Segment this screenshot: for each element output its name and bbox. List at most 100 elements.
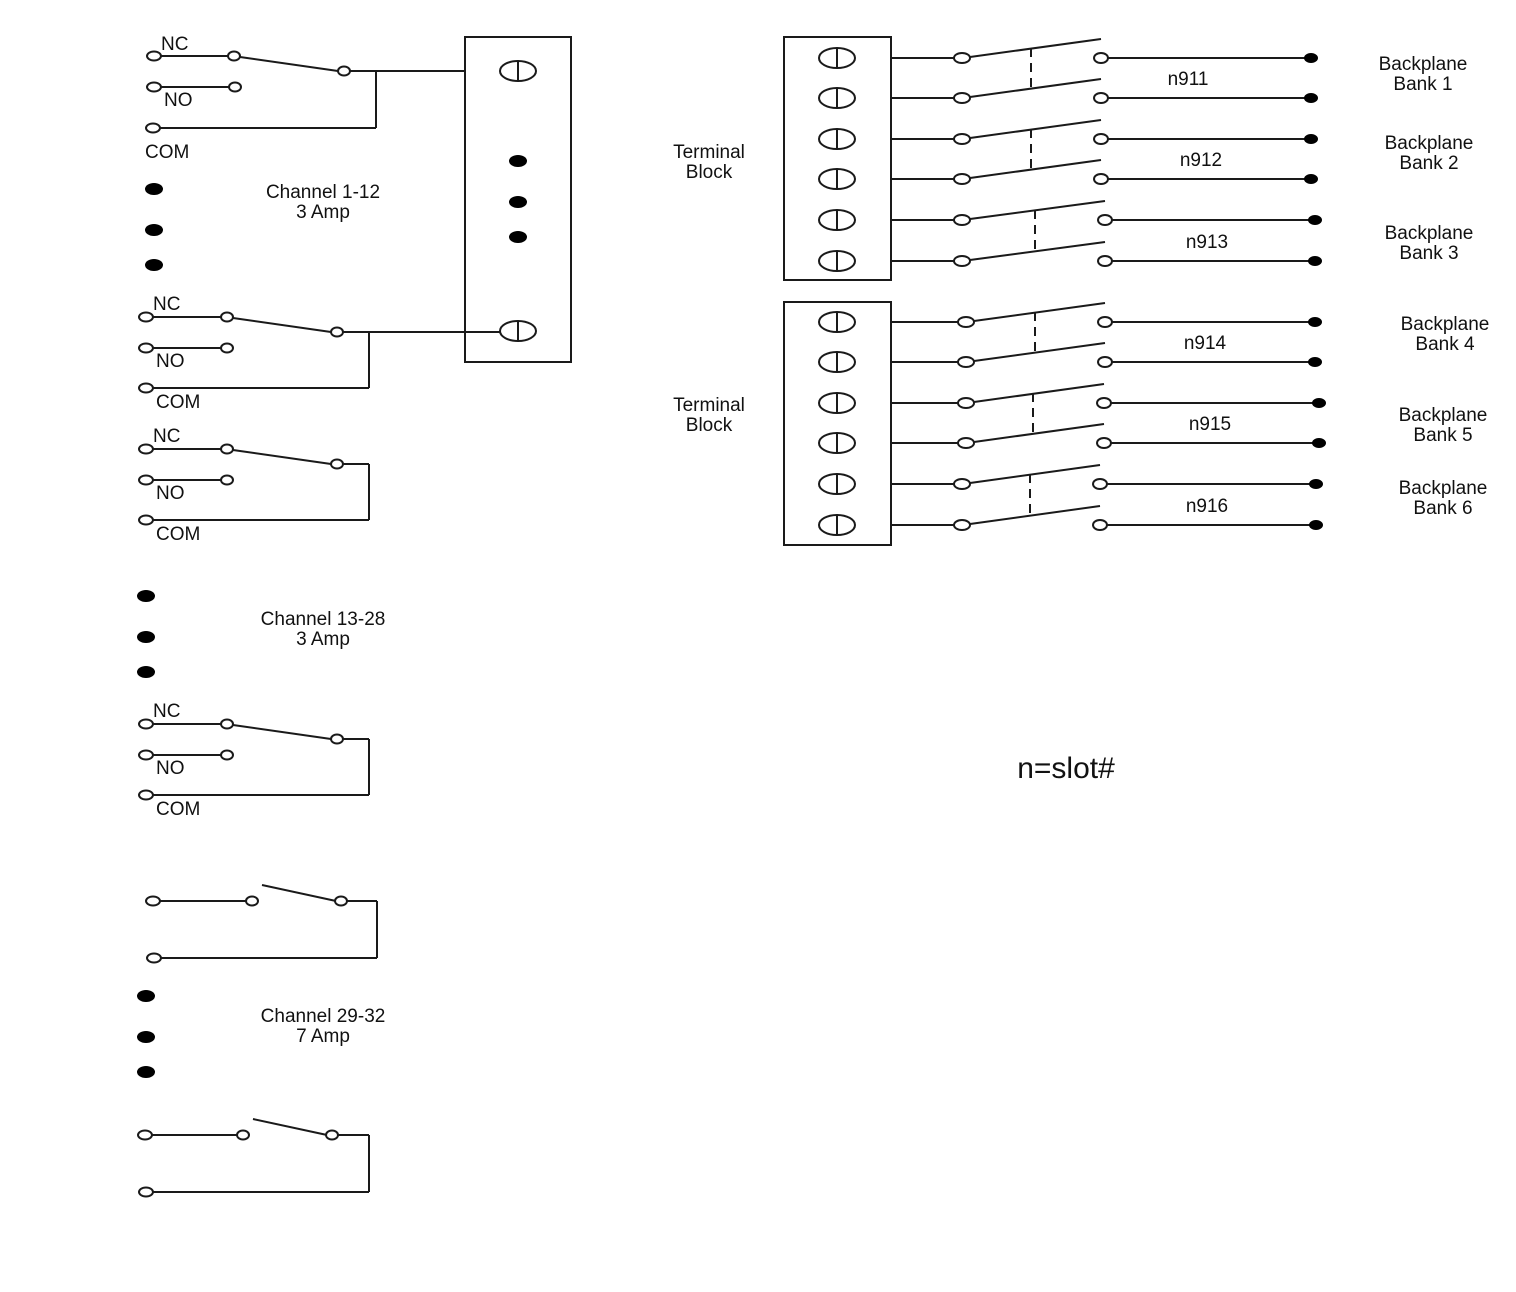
backplane-connection <box>1308 256 1322 266</box>
nc-terminal <box>146 50 162 62</box>
nc-contact <box>227 50 241 62</box>
pivot-terminal <box>953 255 971 267</box>
relay-name: n912 <box>1180 150 1222 171</box>
bank-label: Bank 2 <box>1399 153 1458 174</box>
fixed-contact <box>1097 316 1113 328</box>
svg-text:Channel 1-12: Channel 1-12 <box>266 182 380 203</box>
svg-text:3 Amp: 3 Amp <box>296 202 350 223</box>
relay-form-c-1: NC NO COM <box>145 34 502 163</box>
terminal-block-2 <box>783 301 892 546</box>
backplane-connection <box>1308 215 1322 225</box>
pivot-terminal <box>957 437 975 449</box>
relay-name: n915 <box>1189 414 1231 435</box>
com-terminal <box>145 122 161 134</box>
backplane-connection <box>1309 520 1323 530</box>
fixed-contact <box>1096 437 1112 449</box>
bank-label: Bank 6 <box>1413 498 1472 519</box>
continuation-dot <box>145 224 163 236</box>
no-label: NO <box>156 483 185 504</box>
pivot-terminal <box>957 356 975 368</box>
relay-name: n916 <box>1186 496 1228 517</box>
nc-label: NC <box>161 34 188 55</box>
backplane-label: Backplane <box>1379 54 1468 75</box>
terminal-block-label-1: Terminal Block <box>673 142 745 183</box>
continuation-dot <box>509 196 527 208</box>
relay-name: n911 <box>1168 69 1209 90</box>
relay-form-c-4: NC NO COM <box>138 701 370 820</box>
continuation-dot <box>137 590 155 602</box>
backplane-connection <box>1308 357 1322 367</box>
fixed-contact <box>1093 92 1109 104</box>
pivot-terminal <box>957 397 975 409</box>
continuation-dot <box>137 990 155 1002</box>
pivot-terminal <box>953 478 971 490</box>
relay-form-a-1 <box>145 884 378 964</box>
relay-form-c-3: NC NO COM <box>138 426 370 545</box>
continuation-dot <box>137 1031 155 1043</box>
no-contact <box>228 81 242 93</box>
svg-text:Terminal: Terminal <box>673 395 745 416</box>
continuation-dot <box>137 1066 155 1078</box>
svg-text:Channel 29-32: Channel 29-32 <box>261 1006 386 1027</box>
pivot-terminal <box>953 52 971 64</box>
nc-label: NC <box>153 426 180 447</box>
bank-label: Bank 1 <box>1393 74 1452 95</box>
continuation-dot <box>137 666 155 678</box>
backplane-connection <box>1304 174 1318 184</box>
pivot-terminal <box>953 92 971 104</box>
fixed-contact <box>1093 52 1109 64</box>
channel-group-label-3: Channel 29-32 7 Amp <box>261 1006 386 1047</box>
backplane-connection <box>1312 398 1326 408</box>
svg-text:Block: Block <box>686 415 733 436</box>
continuation-dot <box>137 631 155 643</box>
common-terminal-strip <box>464 36 572 363</box>
svg-text:Block: Block <box>686 162 733 183</box>
nc-label: NC <box>153 294 180 315</box>
fixed-contact <box>1093 173 1109 185</box>
fixed-contact <box>1092 478 1108 490</box>
backplane-label: Backplane <box>1385 223 1474 244</box>
no-label: NO <box>164 90 193 111</box>
channel-group-label-2: Channel 13-28 3 Amp <box>261 609 386 650</box>
pivot-terminal <box>953 519 971 531</box>
fixed-contact <box>1096 397 1112 409</box>
svg-text:3 Amp: 3 Amp <box>296 629 350 650</box>
slot-legend: n=slot# <box>1017 752 1115 785</box>
no-terminal <box>146 81 162 93</box>
relay-name: n914 <box>1184 333 1227 354</box>
fixed-contact <box>1097 356 1113 368</box>
backplane-connection <box>1308 317 1322 327</box>
fixed-contact <box>1097 255 1113 267</box>
backplane-label: Backplane <box>1401 314 1490 335</box>
backplane-label: Backplane <box>1399 478 1488 499</box>
pivot-terminal <box>953 173 971 185</box>
com-label: COM <box>145 142 189 163</box>
svg-text:Terminal: Terminal <box>673 142 745 163</box>
terminal-block-1 <box>783 36 892 281</box>
continuation-dot <box>509 231 527 243</box>
bank-label: Bank 3 <box>1399 243 1458 264</box>
relay-form-a-2 <box>137 1118 370 1198</box>
backplane-label: Backplane <box>1399 405 1488 426</box>
pivot-terminal <box>953 133 971 145</box>
continuation-dot <box>145 183 163 195</box>
svg-text:7 Amp: 7 Amp <box>296 1026 350 1047</box>
fixed-contact <box>1097 214 1113 226</box>
backplane-connection <box>1312 438 1326 448</box>
com-label: COM <box>156 392 200 413</box>
nc-label: NC <box>153 701 180 722</box>
backplane-connection <box>1304 134 1318 144</box>
com-label: COM <box>156 799 200 820</box>
svg-text:Channel 13-28: Channel 13-28 <box>261 609 386 630</box>
backplane-connection <box>1304 53 1318 63</box>
backplane-connection <box>1309 479 1323 489</box>
pivot-terminal <box>957 316 975 328</box>
bank-label: Bank 5 <box>1413 425 1472 446</box>
relay-form-c-2: NC NO COM <box>138 294 500 413</box>
